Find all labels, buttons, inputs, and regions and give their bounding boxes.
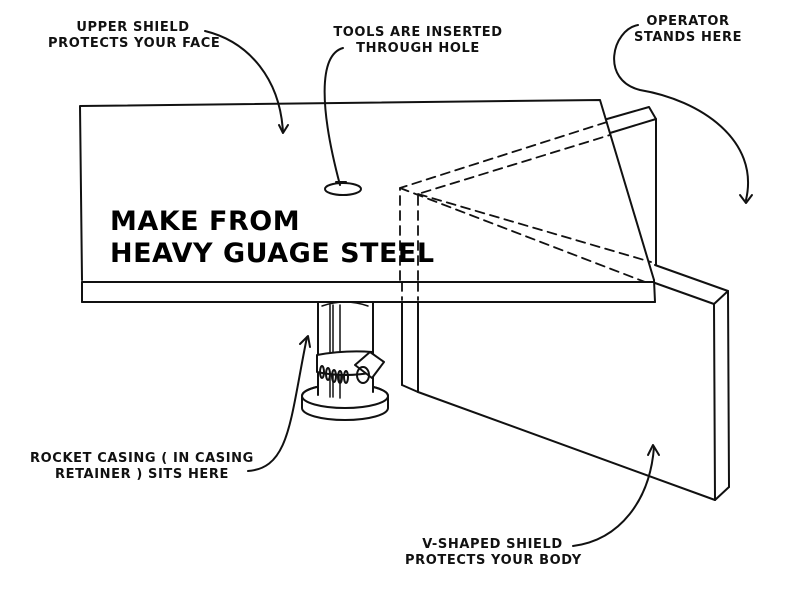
callout-arrow-rocket-casing <box>247 335 311 472</box>
callout-tool-hole-line1: TOOLS ARE INSERTED <box>333 25 503 40</box>
callout-arrow-v-shield <box>572 444 660 547</box>
callout-rocket-casing: ROCKET CASING ( IN CASING RETAINER ) SIT… <box>22 451 262 483</box>
callout-upper-shield: UPPER SHIELD PROTECTS YOUR FACE <box>48 20 221 52</box>
hose-clamp-slots <box>319 365 349 384</box>
callout-operator-line1: OPERATOR <box>646 14 730 29</box>
callout-upper-shield-line2: PROTECTS YOUR FACE <box>48 36 221 51</box>
callout-arrow-tool-hole <box>323 47 347 186</box>
plate-instruction-line1: MAKE FROM <box>110 206 301 237</box>
callout-tool-hole-line2: THROUGH HOLE <box>356 41 480 56</box>
callout-operator: OPERATOR STANDS HERE <box>628 14 748 46</box>
callout-arrow-upper-shield <box>204 30 289 134</box>
callout-v-shield-line2: PROTECTS YOUR BODY <box>405 553 582 568</box>
callout-arrow-operator <box>613 24 753 204</box>
plate-instruction-line2: HEAVY GUAGE STEEL <box>110 238 435 269</box>
callout-v-shield-line1: V-SHAPED SHIELD <box>422 537 563 552</box>
v-shield-rear-panel <box>606 106 657 266</box>
callout-operator-line2: STANDS HERE <box>633 30 743 45</box>
v-shield-front-panel <box>401 264 730 501</box>
callout-upper-shield-line1: UPPER SHIELD <box>76 20 190 35</box>
callout-rocket-casing-line1: ROCKET CASING ( IN CASING <box>30 451 254 466</box>
callout-tool-hole: TOOLS ARE INSERTED THROUGH HOLE <box>328 25 508 57</box>
callout-v-shield: V-SHAPED SHIELD PROTECTS YOUR BODY <box>405 537 582 569</box>
plate-instruction: MAKE FROM HEAVY GUAGE STEEL <box>110 206 435 270</box>
rocket-casing-retainer <box>301 301 389 421</box>
upper-shield-plate <box>79 99 656 303</box>
v-shield-hidden-edges <box>399 121 652 301</box>
callout-rocket-casing-line2: RETAINER ) SITS HERE <box>54 467 230 482</box>
